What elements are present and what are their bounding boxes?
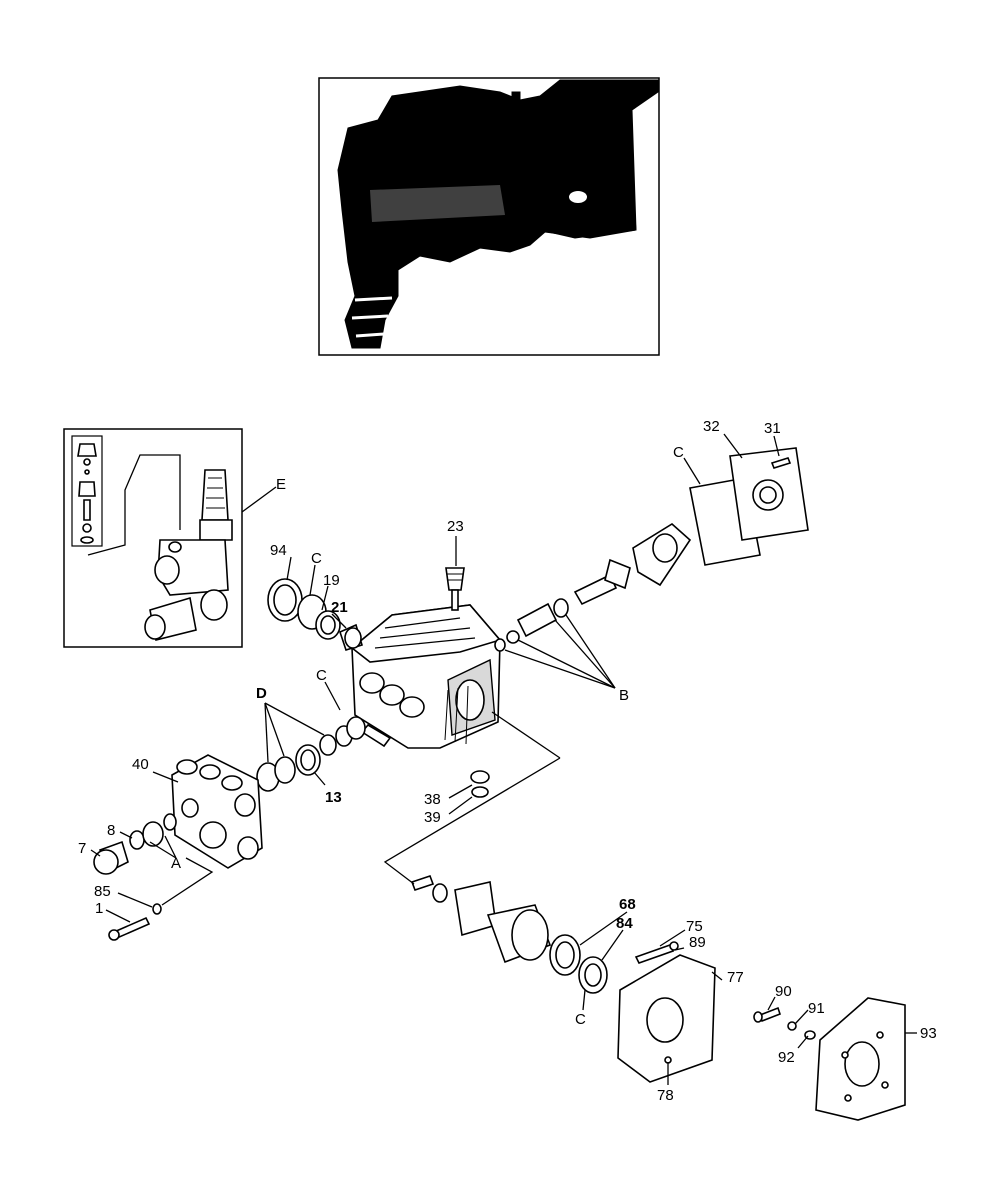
callout-31: 31 <box>764 420 781 437</box>
callout-leaders <box>90 433 917 1085</box>
callout-C-seal: C <box>311 550 322 567</box>
callout-40: 40 <box>132 756 149 773</box>
callout-13: 13 <box>325 789 342 806</box>
leader-A1 <box>164 835 177 859</box>
leader-E <box>241 486 277 513</box>
crankshaft <box>410 874 552 964</box>
callout-21: 21 <box>331 599 348 616</box>
callout-C-piston: C <box>316 667 327 684</box>
leader-D1 <box>264 702 269 763</box>
bearing-seal <box>549 934 608 994</box>
leader-D3 <box>264 702 325 736</box>
callout-23: 23 <box>447 518 464 535</box>
callout-E: E <box>276 476 287 493</box>
oil-plug <box>445 567 465 611</box>
manifold-head <box>171 754 263 869</box>
callout-78: 78 <box>657 1087 674 1104</box>
leader-crank-2 <box>491 711 561 759</box>
callout-90: 90 <box>775 983 792 1000</box>
rear-cover <box>689 447 809 566</box>
callout-92: 92 <box>778 1049 795 1066</box>
callout-D: D <box>256 685 267 702</box>
seal-stack <box>267 578 363 651</box>
callout-7: 7 <box>78 840 87 857</box>
flange-bolts <box>753 1006 816 1040</box>
unloader-inset <box>63 428 243 648</box>
bolt-washer <box>108 903 162 941</box>
crankcase <box>350 604 502 749</box>
callout-19: 19 <box>323 572 340 589</box>
connecting-rod <box>632 523 692 587</box>
sight-glass <box>470 770 490 798</box>
callout-84: 84 <box>616 915 633 932</box>
pump-photo <box>318 77 660 356</box>
callout-75: 75 <box>686 918 703 935</box>
callout-1: 1 <box>95 900 104 917</box>
callout-94: 94 <box>270 542 287 559</box>
callout-B: B <box>619 687 630 704</box>
check-valves <box>93 813 177 875</box>
seal-group-d <box>256 716 366 792</box>
callout-A: A <box>171 855 182 872</box>
callout-77: 77 <box>727 969 744 986</box>
leader-B2 <box>517 639 616 689</box>
leader-A2 <box>149 841 177 859</box>
leader-D2 <box>264 702 285 757</box>
callout-93: 93 <box>920 1025 937 1042</box>
leader-crank <box>383 757 561 885</box>
leader-B3 <box>554 619 616 689</box>
callout-39: 39 <box>424 809 441 826</box>
callout-32: 32 <box>703 418 720 435</box>
piston-group-b <box>494 558 631 652</box>
callout-8: 8 <box>107 822 116 839</box>
callout-68: 68 <box>619 896 636 913</box>
callout-C-gasket: C <box>673 444 684 461</box>
adapter-plate <box>815 997 906 1121</box>
callout-38: 38 <box>424 791 441 808</box>
mounting-flange <box>617 941 716 1083</box>
callout-C-bearing: C <box>575 1011 586 1028</box>
callout-91: 91 <box>808 1000 825 1017</box>
leader-bolt <box>161 857 214 906</box>
leader-B1 <box>504 649 616 689</box>
leader-B4 <box>565 614 616 689</box>
callout-85: 85 <box>94 883 111 900</box>
callout-89: 89 <box>689 934 706 951</box>
